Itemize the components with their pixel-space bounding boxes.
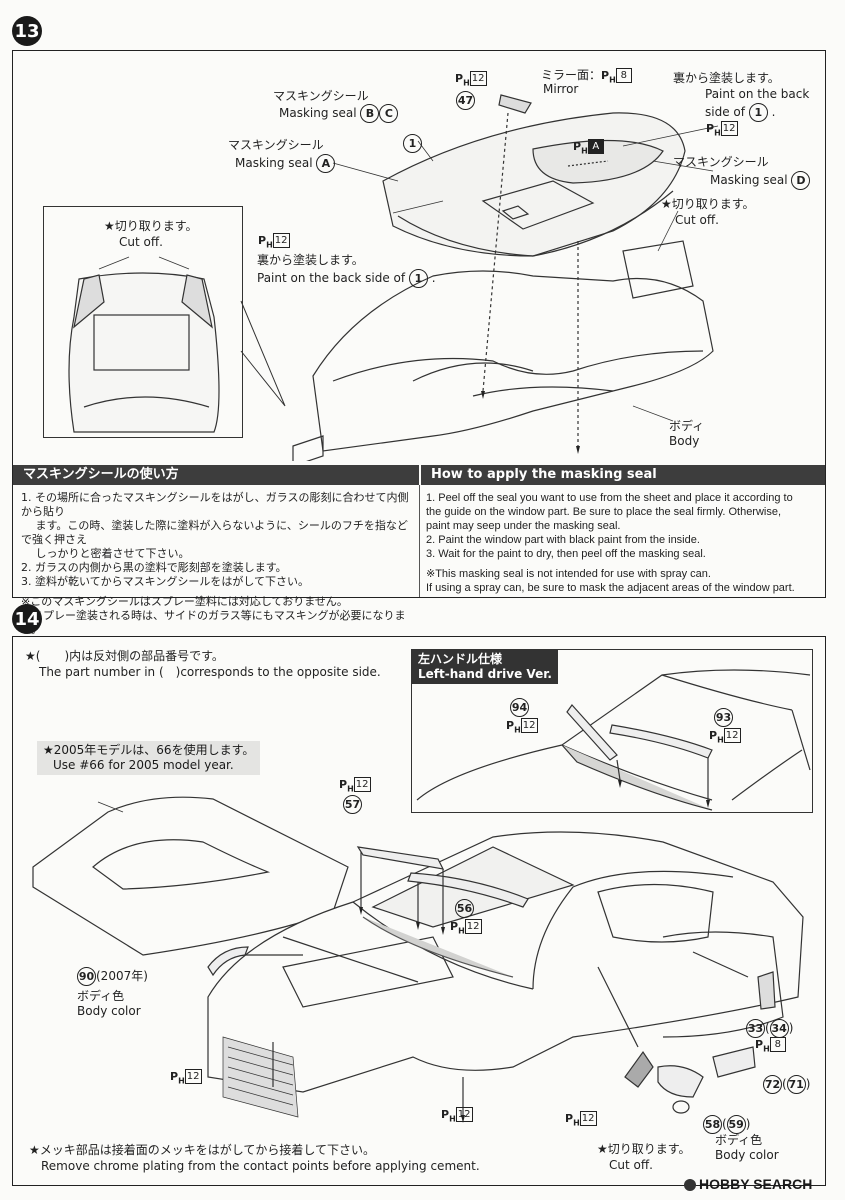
howto-en-item: 3. Wait for the paint to dry, then peel …	[426, 548, 706, 560]
lhd-jp: 左ハンドル仕様	[418, 652, 503, 666]
paint-back-full-en: Paint on the back side of 1 .	[257, 269, 436, 288]
howto-en-note: ※This masking seal is not intended for u…	[426, 568, 711, 580]
howto-jp-list: 1. その場所に合ったマスキングシールをはがし、ガラスの彫刻に合わせて内側から貼…	[21, 491, 416, 637]
cut-off-en: Cut off.	[675, 213, 719, 227]
paint-back-jp-2: 裏から塗装します。	[257, 253, 364, 267]
paint-back-en1: Paint on the back	[705, 87, 810, 101]
howto-jp-title: マスキングシールの使い方	[13, 465, 419, 485]
part-72-71-label: 72(71)	[763, 1075, 810, 1094]
part-57-label: 57	[343, 795, 362, 814]
part-1-label: 1	[403, 134, 422, 153]
howto-jp-item: 3. 塗料が乾いてからマスキングシールをはがして下さい。	[21, 575, 309, 588]
howto-jp-item: ます。この時、塗装した際に塗料が入らないように、シールのフチを指などで強く押さえ	[21, 519, 408, 546]
howto-en-item: the guide on the window part. Be sure to…	[426, 506, 782, 518]
body-color-en-90: Body color	[77, 1004, 141, 1018]
paint-back-jp: 裏から塗装します。	[673, 71, 780, 85]
model-2005-en: Use #66 for 2005 model year.	[53, 758, 234, 772]
body-color-jp-90: ボディ色	[77, 989, 125, 1003]
inset-diagram	[68, 256, 220, 433]
mask-seal-a-jp: マスキングシール	[228, 138, 324, 152]
cut-off-jp-14: ★切り取ります。	[597, 1142, 691, 1156]
body-jp: ボディ	[669, 419, 705, 433]
howto-en-item: 2. Paint the window part with black pain…	[426, 534, 700, 546]
howto-jp-note: スプレー塗装される時は、サイドのガラス等にもマスキングが必要になります。	[21, 609, 406, 636]
mask-seal-a-en: Masking seal A	[235, 154, 336, 173]
part-47-label: 47	[456, 91, 475, 110]
howto-jp-item: 2. ガラスの内側から黒の塗料で彫刻部を塗装します。	[21, 561, 287, 574]
body-en: Body	[669, 434, 700, 448]
body-color-jp-58: ボディ色	[715, 1133, 763, 1147]
part-33-34-label: 33(34)	[746, 1019, 793, 1038]
step-14-number: 14	[14, 608, 40, 630]
howto-jp-item: 1. その場所に合ったマスキングシールをはがし、ガラスの彫刻に合わせて内側から貼…	[21, 491, 409, 518]
mask-seal-bc-jp: マスキングシール	[273, 89, 369, 103]
mask-seal-d-jp: マスキングシール	[673, 155, 769, 169]
howto-en-note: If using a spray can, be sure to mask th…	[426, 582, 795, 594]
hobby-search-logo: HOBBY SEARCH	[684, 1176, 812, 1192]
step-13-diagram	[292, 94, 719, 461]
part-56-label: 56	[455, 899, 474, 918]
step-14-diagram	[32, 796, 804, 1123]
howto-jp-note: ※このマスキングシールはスプレー塗料には対応しておりません。	[21, 595, 348, 608]
chrome-note-jp: ★メッキ部品は接着面のメッキをはがしてから接着して下さい。	[29, 1143, 376, 1157]
part-90-label: 90(2007年)	[77, 967, 148, 986]
howto-en-title: How to apply the masking seal	[421, 465, 825, 485]
howto-en-item: paint may seep under the masking seal.	[426, 520, 621, 532]
opposite-note-en: The part number in ( )corresponds to the…	[39, 665, 381, 679]
logo-icon	[684, 1179, 696, 1192]
body-color-en-58: Body color	[715, 1148, 779, 1162]
inset-box: ★切り取ります。 Cut off.	[43, 206, 243, 438]
step-13-number: 13	[14, 20, 40, 42]
step-13-badge: 13	[12, 16, 42, 46]
paint-back-en2: side of 1 .	[705, 103, 775, 122]
howto-en-list: 1. Peel off the seal you want to use fro…	[426, 491, 821, 595]
step-14-panel: ★( )内は反対側の部品番号です。 The part number in ( )…	[12, 636, 826, 1186]
mirror-label: Mirror	[543, 82, 579, 96]
part-94-label: 94	[510, 698, 529, 717]
inset-cut-off-en: Cut off.	[119, 235, 163, 249]
lhd-diagram	[416, 669, 811, 811]
part-93-label: 93	[714, 708, 733, 727]
chrome-note-en: Remove chrome plating from the contact p…	[41, 1159, 480, 1173]
howto-en-item: 1. Peel off the seal you want to use fro…	[426, 492, 793, 504]
mask-seal-d-en: Masking seal D	[710, 171, 811, 190]
howto-divider	[419, 485, 420, 597]
opposite-note-jp: ★( )内は反対側の部品番号です。	[25, 649, 224, 663]
model-2005-jp: ★2005年モデルは、66を使用します。	[43, 743, 255, 757]
cut-off-en-14: Cut off.	[609, 1158, 653, 1172]
cut-off-jp: ★切り取ります。	[661, 197, 755, 211]
inset-cut-off-jp: ★切り取ります。	[104, 219, 198, 233]
howto-jp-item: しっかりと密着させて下さい。	[21, 547, 190, 560]
model-2005-note: ★2005年モデルは、66を使用します。 Use #66 for 2005 mo…	[37, 741, 261, 775]
lhd-en: Left-hand drive Ver.	[418, 667, 552, 681]
step-14-badge: 14	[12, 604, 42, 634]
part-58-59-label: 58(59)	[703, 1115, 750, 1134]
